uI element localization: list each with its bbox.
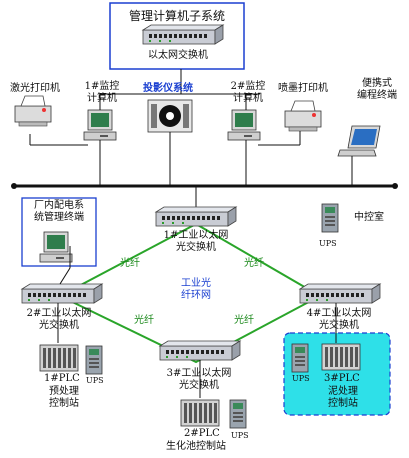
laser-printer-label: 激光打印机 [10,83,60,94]
plc-3-ups-label: UPS [292,374,310,383]
switch-1-label: 1#工业以太网光交换机 [163,230,229,253]
switch-2-icon [21,283,103,304]
plc-3-label: 3#PLC [324,373,360,384]
switch-2-label: 2#工业以太网光交换机 [26,308,92,331]
ring-title: 工业光纤环网 [181,278,211,301]
management-ethernet-switch [142,24,224,45]
plc-3-icon [321,343,361,371]
inkjet-printer-label: 喷墨打印机 [278,83,328,94]
switch-3-icon [159,340,241,361]
plc-2-ups-label: UPS [231,431,249,440]
power-terminal-frame [21,197,97,267]
plc-3-ups-icon [291,343,309,373]
plc-1-ups-icon [85,345,103,375]
plc-2-icon [180,399,220,427]
control-room-ups-label: UPS [319,239,337,248]
switch-1-icon [155,206,237,227]
monitor-pc-1-label: 1#监控计算机 [84,81,120,104]
portable-terminal-icon [337,125,381,157]
control-room-ups-icon [321,203,339,233]
plc-1-ups-label: UPS [86,376,104,385]
control-room-label: 中控室 [354,212,384,223]
plc-1-icon [39,344,79,372]
switch-4-label: 4#工业以太网光交换机 [306,308,372,331]
fiber-label-se: 光纤 [234,315,254,326]
sludge-station-area [283,332,391,416]
monitor-pc-2-label: 2#监控计算机 [230,81,266,104]
sludge-station-label: 泥处理控制站 [328,386,358,409]
management-subsystem-title: 管理计算机子系统 [128,9,225,23]
power-terminal-pc-icon [39,231,73,263]
biochem-station-label: 生化池控制站 [166,441,226,452]
laser-printer-icon [14,95,52,127]
switch-3-label: 3#工业以太网光交换机 [166,368,232,391]
plc-1-label: 1#PLC [44,373,80,384]
monitor-pc-1-icon [83,109,117,141]
portable-terminal-label: 便携式编程终端 [357,78,397,101]
fiber-ring [57,222,323,364]
power-terminal-label: 厂内配电系统管理终端 [34,200,84,223]
fiber-label-ne: 光纤 [244,258,264,269]
plc-2-label: 2#PLC [184,428,220,439]
inkjet-printer-icon [284,100,322,132]
fiber-label-nw: 光纤 [120,258,140,269]
switch-4-icon [299,283,381,304]
pre-treatment-label: 预处理控制站 [49,386,79,409]
management-switch-label: 以太网交换机 [148,50,208,61]
projector-icon [147,99,193,133]
management-subsystem-frame [109,2,245,70]
projector-label: 投影仪系统 [143,83,193,94]
plc-2-ups-icon [229,399,247,429]
monitor-pc-2-icon [227,109,261,141]
fiber-label-sw: 光纤 [134,315,154,326]
